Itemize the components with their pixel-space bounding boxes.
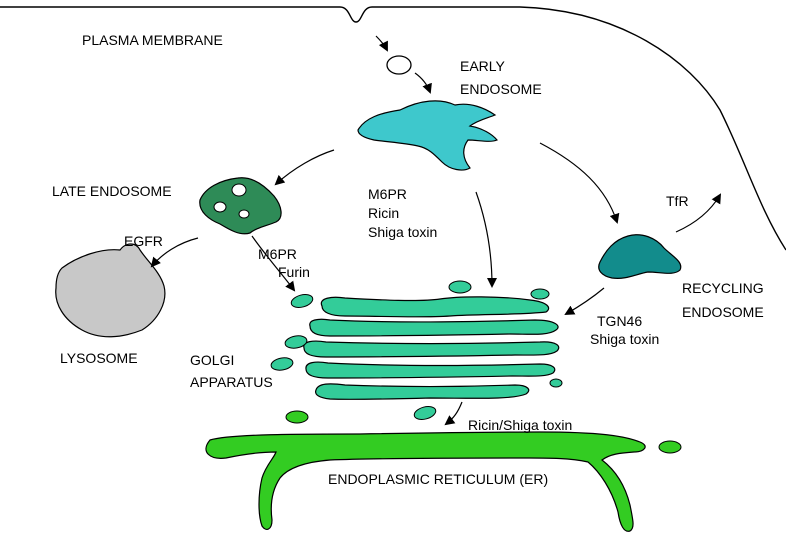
- golgi-vesicle: [531, 289, 549, 299]
- arrow-recycling-to-golgi: [566, 288, 604, 314]
- arrow-early-to-late-endosome: [276, 150, 334, 184]
- arrow-early-to-golgi: [476, 192, 492, 286]
- cargo-label: Shiga toxin: [368, 224, 437, 240]
- tfr-label: TfR: [666, 193, 689, 209]
- recycling-endosome-label: RECYCLING: [682, 280, 764, 296]
- intraluminal-vesicle: [232, 184, 246, 196]
- cargo-label: TGN46: [597, 313, 642, 329]
- lysosome: [56, 244, 165, 337]
- cargo-label: M6PR: [258, 246, 297, 262]
- arrow-late-to-golgi: [252, 236, 294, 290]
- golgi-cisterna: [304, 341, 559, 357]
- er-vesicle: [659, 441, 681, 453]
- golgi-label: GOLGI: [190, 352, 234, 368]
- golgi-vesicle: [413, 404, 437, 421]
- recycling-endosome-label: ENDOSOME: [682, 304, 764, 320]
- er-vesicle: [286, 411, 308, 423]
- cargo-label: Shiga toxin: [590, 331, 659, 347]
- plasma-membrane-label: PLASMA MEMBRANE: [82, 32, 223, 48]
- cargo-label: Ricin/Shiga toxin: [468, 417, 572, 433]
- arrow-golgi-to-er: [446, 402, 462, 424]
- golgi-vesicle: [449, 281, 471, 293]
- egfr-label: EGFR: [124, 233, 163, 249]
- golgi-cisterna: [321, 297, 548, 317]
- golgi-vesicle: [290, 292, 314, 309]
- lysosome-label: LYSOSOME: [60, 350, 138, 366]
- golgi-apparatus: [270, 281, 562, 422]
- arrow-internalization: [376, 36, 387, 50]
- cargo-label: M6PR: [368, 186, 407, 202]
- golgi-cisterna: [310, 319, 558, 336]
- late-endosome-label: LATE ENDOSOME: [52, 183, 172, 199]
- endocytic-vesicle: [387, 56, 411, 74]
- intraluminal-vesicle: [214, 202, 226, 212]
- early-endosome-label: EARLY: [460, 58, 506, 74]
- cargo-label: Ricin: [368, 205, 399, 221]
- intraluminal-vesicle: [239, 210, 249, 218]
- cargo-label: Furin: [278, 264, 310, 280]
- golgi-cisterna: [316, 384, 529, 400]
- golgi-vesicle: [550, 379, 562, 387]
- recycling-endosome: [599, 235, 681, 279]
- arrow-early-to-recycling: [540, 143, 617, 222]
- early-endosome: [358, 101, 497, 170]
- golgi-vesicle: [270, 356, 294, 372]
- er-label: ENDOPLASMIC RETICULUM (ER): [328, 471, 548, 487]
- golgi-cisterna: [306, 362, 555, 378]
- early-endosome-label: ENDOSOME: [460, 81, 542, 97]
- golgi-label: APPARATUS: [190, 374, 273, 390]
- arrow-to-early-endosome: [415, 73, 430, 92]
